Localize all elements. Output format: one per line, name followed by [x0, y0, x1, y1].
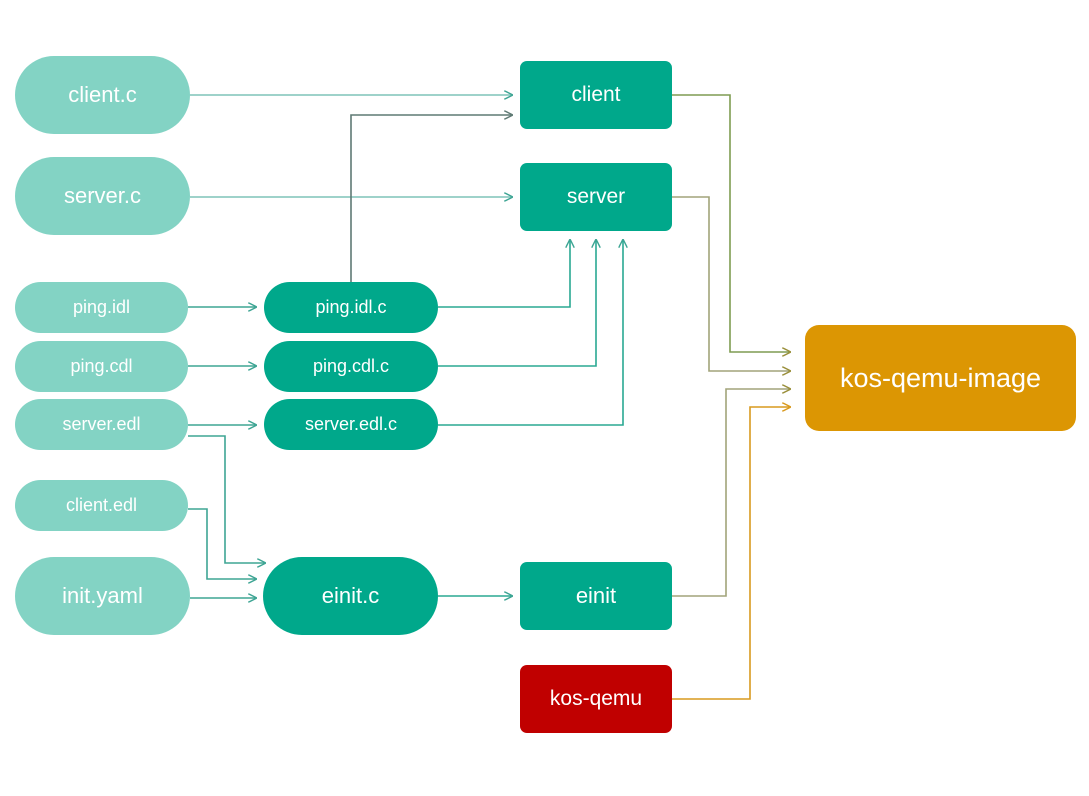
arrow-client-edl-to-einit-c	[188, 508, 256, 579]
node-server: server	[520, 163, 672, 231]
node-einit: einit	[520, 562, 672, 630]
arrow-kos-qemu-to-image	[672, 407, 790, 700]
node-ping-cdl: ping.cdl	[15, 341, 188, 392]
arrow-einit-to-image	[672, 389, 790, 597]
arrow-client-to-image	[672, 94, 790, 352]
arrow-server-to-image	[640, 196, 790, 371]
arrow-server-edl-to-einit-c	[188, 435, 265, 563]
node-client-edl: client.edl	[15, 480, 188, 531]
node-client-c: client.c	[15, 56, 190, 134]
node-ping-idl-c: ping.idl.c	[264, 282, 438, 333]
node-ping-idl: ping.idl	[15, 282, 188, 333]
arrow-ping-idl-c-to-client	[350, 115, 512, 282]
node-kos-qemu-image: kos-qemu-image	[805, 325, 1076, 431]
arrow-ping-cdl-c-to-server	[438, 240, 596, 367]
node-einit-c: einit.c	[263, 557, 438, 635]
arrow-ping-idl-c-to-server	[438, 240, 570, 308]
node-server-edl: server.edl	[15, 399, 188, 450]
node-server-edl-c: server.edl.c	[264, 399, 438, 450]
node-ping-cdl-c: ping.cdl.c	[264, 341, 438, 392]
node-init-yaml: init.yaml	[15, 557, 190, 635]
arrow-server-edl-c-to-server	[438, 240, 623, 426]
node-client: client	[520, 61, 672, 129]
node-kos-qemu: kos-qemu	[520, 665, 672, 733]
node-server-c: server.c	[15, 157, 190, 235]
